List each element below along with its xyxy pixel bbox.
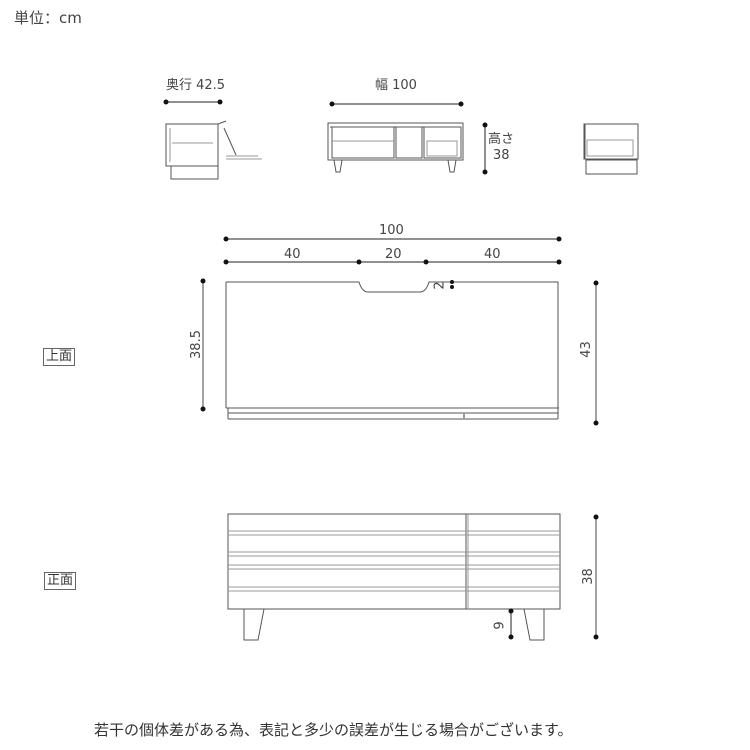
side-view-thumbnail	[165, 101, 262, 180]
inner-depth-label: 38.5	[188, 330, 204, 359]
right-side-view-thumbnail	[583, 123, 639, 175]
height-label-value: 38	[493, 148, 510, 163]
footer-note: 若干の個体差がある為、表記と多少の誤差が生じる場合がございます。	[94, 721, 573, 739]
top-view-outline	[225, 281, 559, 420]
front-height-label: 38	[580, 568, 596, 585]
front-view-thumbnail	[327, 103, 486, 173]
unit-label: 単位：cm	[14, 9, 82, 27]
height-label-title: 高さ	[488, 132, 515, 147]
front-view-tag: 正面	[44, 572, 77, 591]
front-view-outline	[227, 513, 561, 641]
top-view-tag: 上面	[43, 348, 76, 367]
segment-middle-label: 20	[385, 247, 402, 262]
leg-height-label: 9	[492, 621, 508, 630]
segment-right-label: 40	[484, 247, 501, 262]
overall-width-label: 100	[379, 223, 404, 238]
depth-label: 奥行 42.5	[166, 78, 226, 93]
total-depth-label: 43	[578, 341, 594, 358]
width-label: 幅 100	[375, 78, 417, 93]
segment-left-label: 40	[284, 247, 301, 262]
notch-depth-label: 2	[432, 281, 448, 290]
